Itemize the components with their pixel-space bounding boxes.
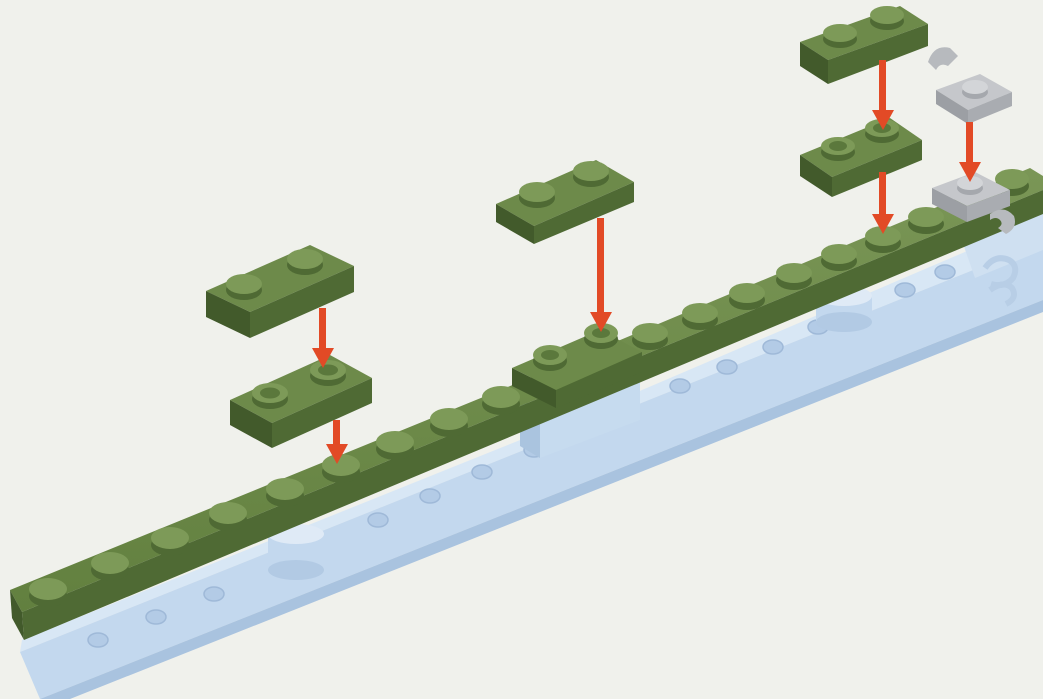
beam-hole [472, 465, 492, 479]
beam-hole [670, 379, 690, 393]
stud-icon [776, 263, 812, 290]
stud-ring-icon [533, 345, 567, 371]
clip-icon [928, 47, 958, 70]
stud-icon [632, 323, 668, 350]
stud-icon [376, 431, 414, 460]
right-floating-plate-bottom [800, 118, 922, 197]
arrow-down-icon [872, 172, 894, 234]
stud-icon [821, 244, 857, 271]
stud-icon [29, 578, 67, 607]
right-floating-plate-top [800, 6, 928, 84]
stud-ring-icon [252, 383, 288, 409]
left-floating-plate-bottom [230, 355, 372, 448]
stud-icon [908, 207, 944, 234]
stud-icon [430, 408, 468, 437]
stud-icon [322, 454, 360, 483]
stud-icon [870, 6, 904, 30]
beam-hole [368, 513, 388, 527]
beam-hole [204, 587, 224, 601]
stud-icon [266, 478, 304, 507]
beam-hole [935, 265, 955, 279]
beam-hole [895, 283, 915, 297]
stud-icon [482, 386, 520, 415]
stud-icon [209, 502, 247, 531]
stud-icon [151, 527, 189, 556]
stud-icon [823, 24, 857, 48]
stud-icon [573, 161, 609, 187]
stud-icon [729, 283, 765, 310]
gray-clip-piece-floating [928, 47, 1012, 124]
stud-ring-icon [821, 137, 855, 161]
beam-hole [420, 489, 440, 503]
olive-plate-front-face [22, 190, 1043, 640]
beam-hole [763, 340, 783, 354]
arrow-down-icon [590, 218, 612, 332]
light-blue-base-beam [20, 205, 1043, 699]
beam-hole [88, 633, 108, 647]
stud-icon [287, 249, 323, 275]
stud-icon [91, 552, 129, 581]
stud-icon [226, 274, 262, 300]
stud-ring-icon [310, 360, 346, 386]
blue-beam-front-face [20, 242, 1043, 699]
arrow-down-icon [959, 122, 981, 182]
left-floating-plate-top [206, 245, 354, 338]
beam-hole [146, 610, 166, 624]
stud-icon [519, 182, 555, 208]
middle-floating-plate [496, 160, 634, 244]
beam-hole [717, 360, 737, 374]
stud-icon [682, 303, 718, 330]
